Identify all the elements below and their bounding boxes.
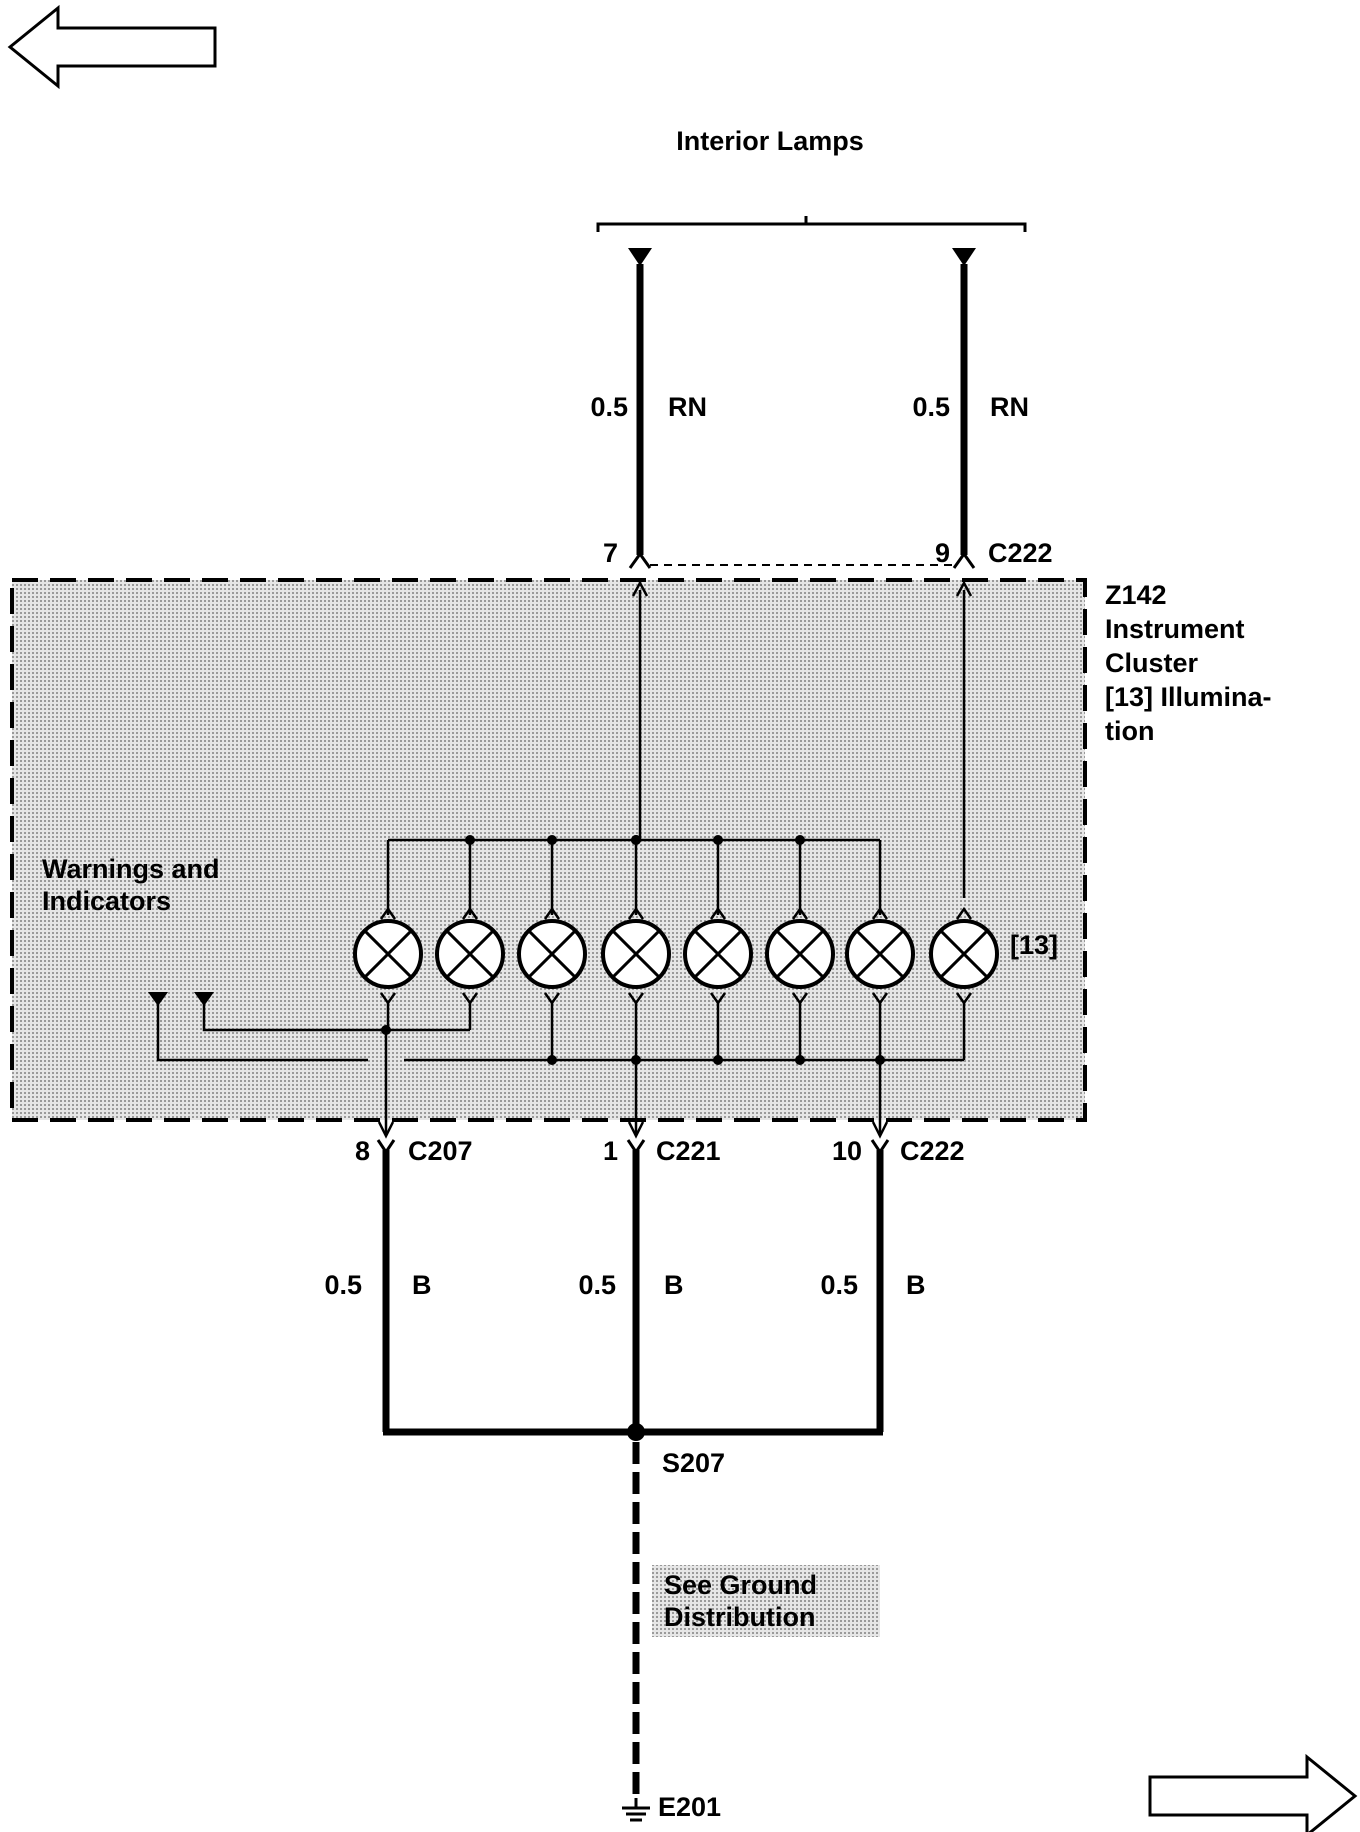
lamp-8-bottom-lead — [955, 992, 973, 1060]
group-label-line1: Warnings and — [42, 854, 220, 884]
pin9-arrow-icon — [955, 580, 973, 597]
lamp-1-top-lead — [379, 840, 397, 920]
lamp-5-bottom-lead — [709, 992, 727, 1065]
ground-reference-line1[interactable]: See Ground — [664, 1570, 817, 1600]
pin-7-label: 7 — [603, 538, 618, 568]
pin-10-label: 10 — [832, 1136, 862, 1166]
lamp-3-top-lead — [543, 835, 561, 920]
lamp-6-bottom-lead — [791, 992, 809, 1065]
pin7-arrow-icon — [631, 580, 649, 597]
connector-c221-icon — [626, 1139, 646, 1155]
top-wire-left-terminal-icon — [628, 248, 652, 266]
connector-c222-bottom-icon — [870, 1139, 890, 1155]
bottom-c222-color: B — [906, 1270, 926, 1300]
pin-1-label: 1 — [603, 1136, 618, 1166]
instrument-cluster-box — [10, 578, 1087, 1122]
component-name-line2: Cluster — [1105, 648, 1199, 678]
top-right-color: RN — [990, 392, 1029, 422]
lamp-8-icon — [929, 919, 999, 989]
top-wire-right-terminal-icon — [952, 248, 976, 266]
connector-c222-bottom-label: C222 — [900, 1136, 965, 1166]
ground-reference-box — [652, 1565, 880, 1637]
lamp-7-top-lead — [871, 840, 889, 920]
bottom-c221-color: B — [664, 1270, 684, 1300]
ground-icon — [622, 1798, 650, 1822]
component-name-line3: [13] Illumina- — [1105, 682, 1272, 712]
lamp-row — [353, 919, 999, 989]
connector-c222-top-left-icon — [628, 551, 652, 569]
warning-terminal-outer-icon — [148, 992, 168, 1006]
ground-reference-line2[interactable]: Distribution — [664, 1602, 815, 1632]
drop-to-c207 — [377, 1025, 395, 1139]
top-left-gauge: 0.5 — [590, 392, 628, 422]
component-name-line1: Instrument — [1105, 614, 1245, 644]
back-arrow-button[interactable] — [7, 4, 217, 90]
lamp-2-icon — [435, 919, 505, 989]
group-label-line2: Indicators — [42, 886, 171, 916]
bottom-c207-gauge: 0.5 — [324, 1270, 362, 1300]
diagram-title: Interior Lamps — [676, 126, 864, 156]
top-left-color: RN — [668, 392, 707, 422]
title-bracket — [596, 216, 1027, 232]
forward-arrow-button[interactable] — [1148, 1753, 1358, 1832]
lamp-7-icon — [845, 919, 915, 989]
lamp-1-icon — [353, 919, 423, 989]
bottom-c222-gauge: 0.5 — [820, 1270, 858, 1300]
lamp-top-drops — [379, 835, 973, 920]
pin-8-label: 8 — [355, 1136, 370, 1166]
lamp-6-top-lead — [791, 835, 809, 920]
lamp-1-bottom-lead — [379, 992, 397, 1030]
lamp-5-icon — [683, 919, 753, 989]
lamp-3-bottom-lead — [543, 992, 561, 1065]
lamp-5-top-lead — [709, 835, 727, 920]
lamp-3-icon — [517, 919, 587, 989]
connector-c207-icon — [376, 1139, 396, 1155]
warning-terminal-inner-icon — [194, 992, 214, 1006]
bottom-c207-color: B — [412, 1270, 432, 1300]
component-id: Z142 — [1105, 580, 1167, 610]
drop-to-c221 — [627, 1060, 645, 1139]
lamp-bottom-drops — [377, 992, 973, 1139]
lamp-6-icon — [765, 919, 835, 989]
bottom-c221-gauge: 0.5 — [578, 1270, 616, 1300]
component-name-line4: tion — [1105, 716, 1154, 746]
splice-label: S207 — [662, 1448, 725, 1478]
left-arrow-icon — [7, 4, 217, 90]
pin-9-label: 9 — [935, 538, 950, 568]
lamp-2-bottom-lead — [461, 992, 479, 1030]
lamp-4-icon — [601, 919, 671, 989]
splice-s207-dot — [627, 1423, 645, 1441]
connector-c222-top-label: C222 — [988, 538, 1053, 568]
top-right-gauge: 0.5 — [912, 392, 950, 422]
lamp-8-top-lead — [955, 906, 973, 920]
lamp-reference-label: [13] — [1010, 930, 1058, 960]
pin7-junction-dot — [631, 835, 641, 845]
drop-to-c222 — [871, 1060, 889, 1139]
connector-c221-label: C221 — [656, 1136, 721, 1166]
warning-branch-outer — [156, 1002, 368, 1062]
lamp-2-top-lead — [461, 835, 479, 920]
connector-c207-label: C207 — [408, 1136, 473, 1166]
right-arrow-icon — [1148, 1753, 1358, 1832]
connector-c222-top-right-icon — [952, 551, 976, 569]
ground-label: E201 — [658, 1792, 721, 1822]
